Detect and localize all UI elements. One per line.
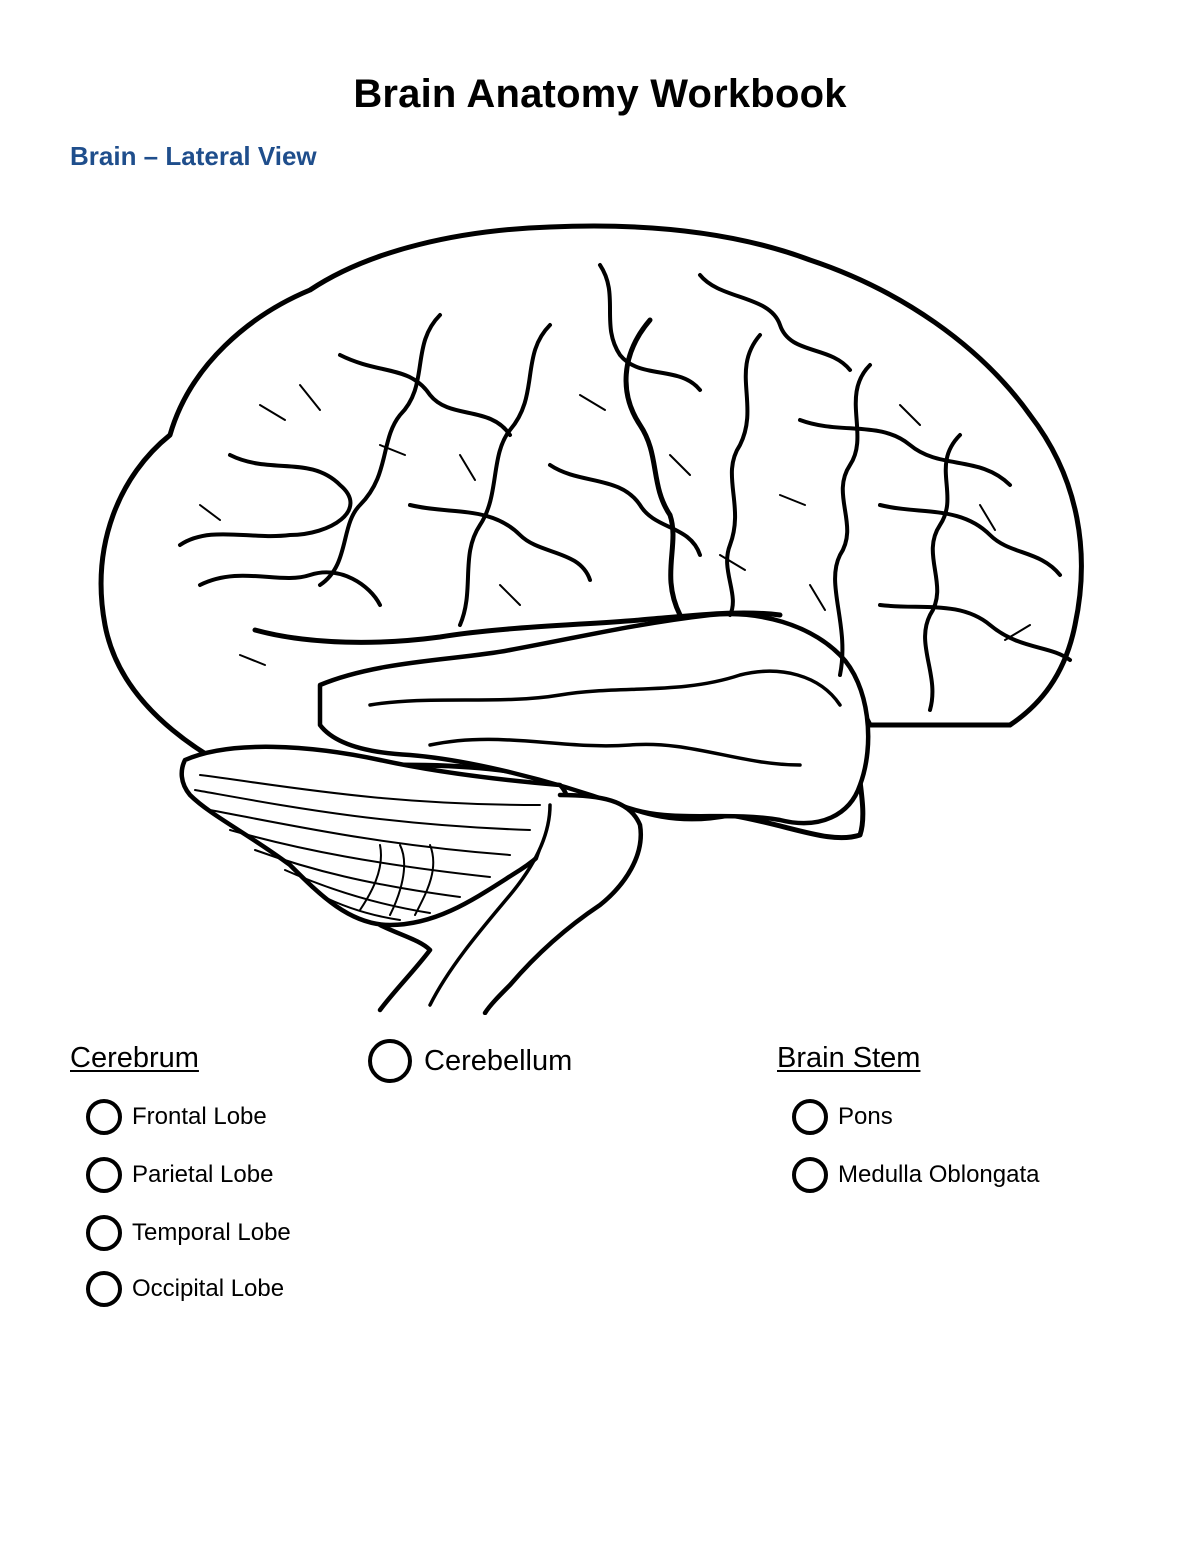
checklist-item-occipital-lobe[interactable]: Occipital Lobe	[86, 1271, 284, 1307]
brain-illustration	[98, 223, 1084, 1015]
checklist-item-pons[interactable]: Pons	[792, 1099, 893, 1135]
section-subtitle: Brain – Lateral View	[70, 141, 317, 171]
lateral-fissure	[252, 610, 783, 645]
checklist-item-label: Occipital Lobe	[132, 1275, 285, 1302]
temporal-lobe-outline	[317, 611, 871, 826]
checkbox-circle-icon[interactable]	[86, 1215, 122, 1251]
checkbox-circle-icon[interactable]	[792, 1157, 828, 1193]
checklist-item-label: Cerebellum	[424, 1044, 573, 1077]
checklist-item-label: Medulla Oblongata	[838, 1161, 1040, 1188]
checkbox-circle-icon[interactable]	[86, 1157, 122, 1193]
checklist-item-cerebellum[interactable]: Cerebellum	[368, 1039, 572, 1083]
checklist-item-label: Pons	[838, 1103, 893, 1130]
cerebellum-outline	[179, 744, 571, 928]
checklist-item-label: Frontal Lobe	[132, 1103, 267, 1130]
checklist-item-label: Temporal Lobe	[132, 1219, 291, 1246]
central-sulcus	[623, 317, 683, 618]
checkbox-circle-icon[interactable]	[368, 1039, 412, 1083]
checklist-item-label: Parietal Lobe	[132, 1161, 274, 1188]
checklist-item-medulla-oblongata[interactable]: Medulla Oblongata	[792, 1157, 1039, 1193]
checklist-item-temporal-lobe[interactable]: Temporal Lobe	[86, 1215, 291, 1251]
checkbox-circle-icon[interactable]	[86, 1099, 122, 1135]
checkbox-circle-icon[interactable]	[86, 1271, 122, 1307]
brain-stem-heading: Brain Stem	[777, 1042, 921, 1074]
checklist-item-parietal-lobe[interactable]: Parietal Lobe	[86, 1157, 273, 1193]
page-title: Brain Anatomy Workbook	[353, 72, 847, 116]
cerebrum-heading: Cerebrum	[70, 1042, 199, 1074]
checkbox-circle-icon[interactable]	[792, 1099, 828, 1135]
checklist-item-frontal-lobe[interactable]: Frontal Lobe	[86, 1099, 267, 1135]
brain-stem-outline	[377, 792, 644, 1015]
